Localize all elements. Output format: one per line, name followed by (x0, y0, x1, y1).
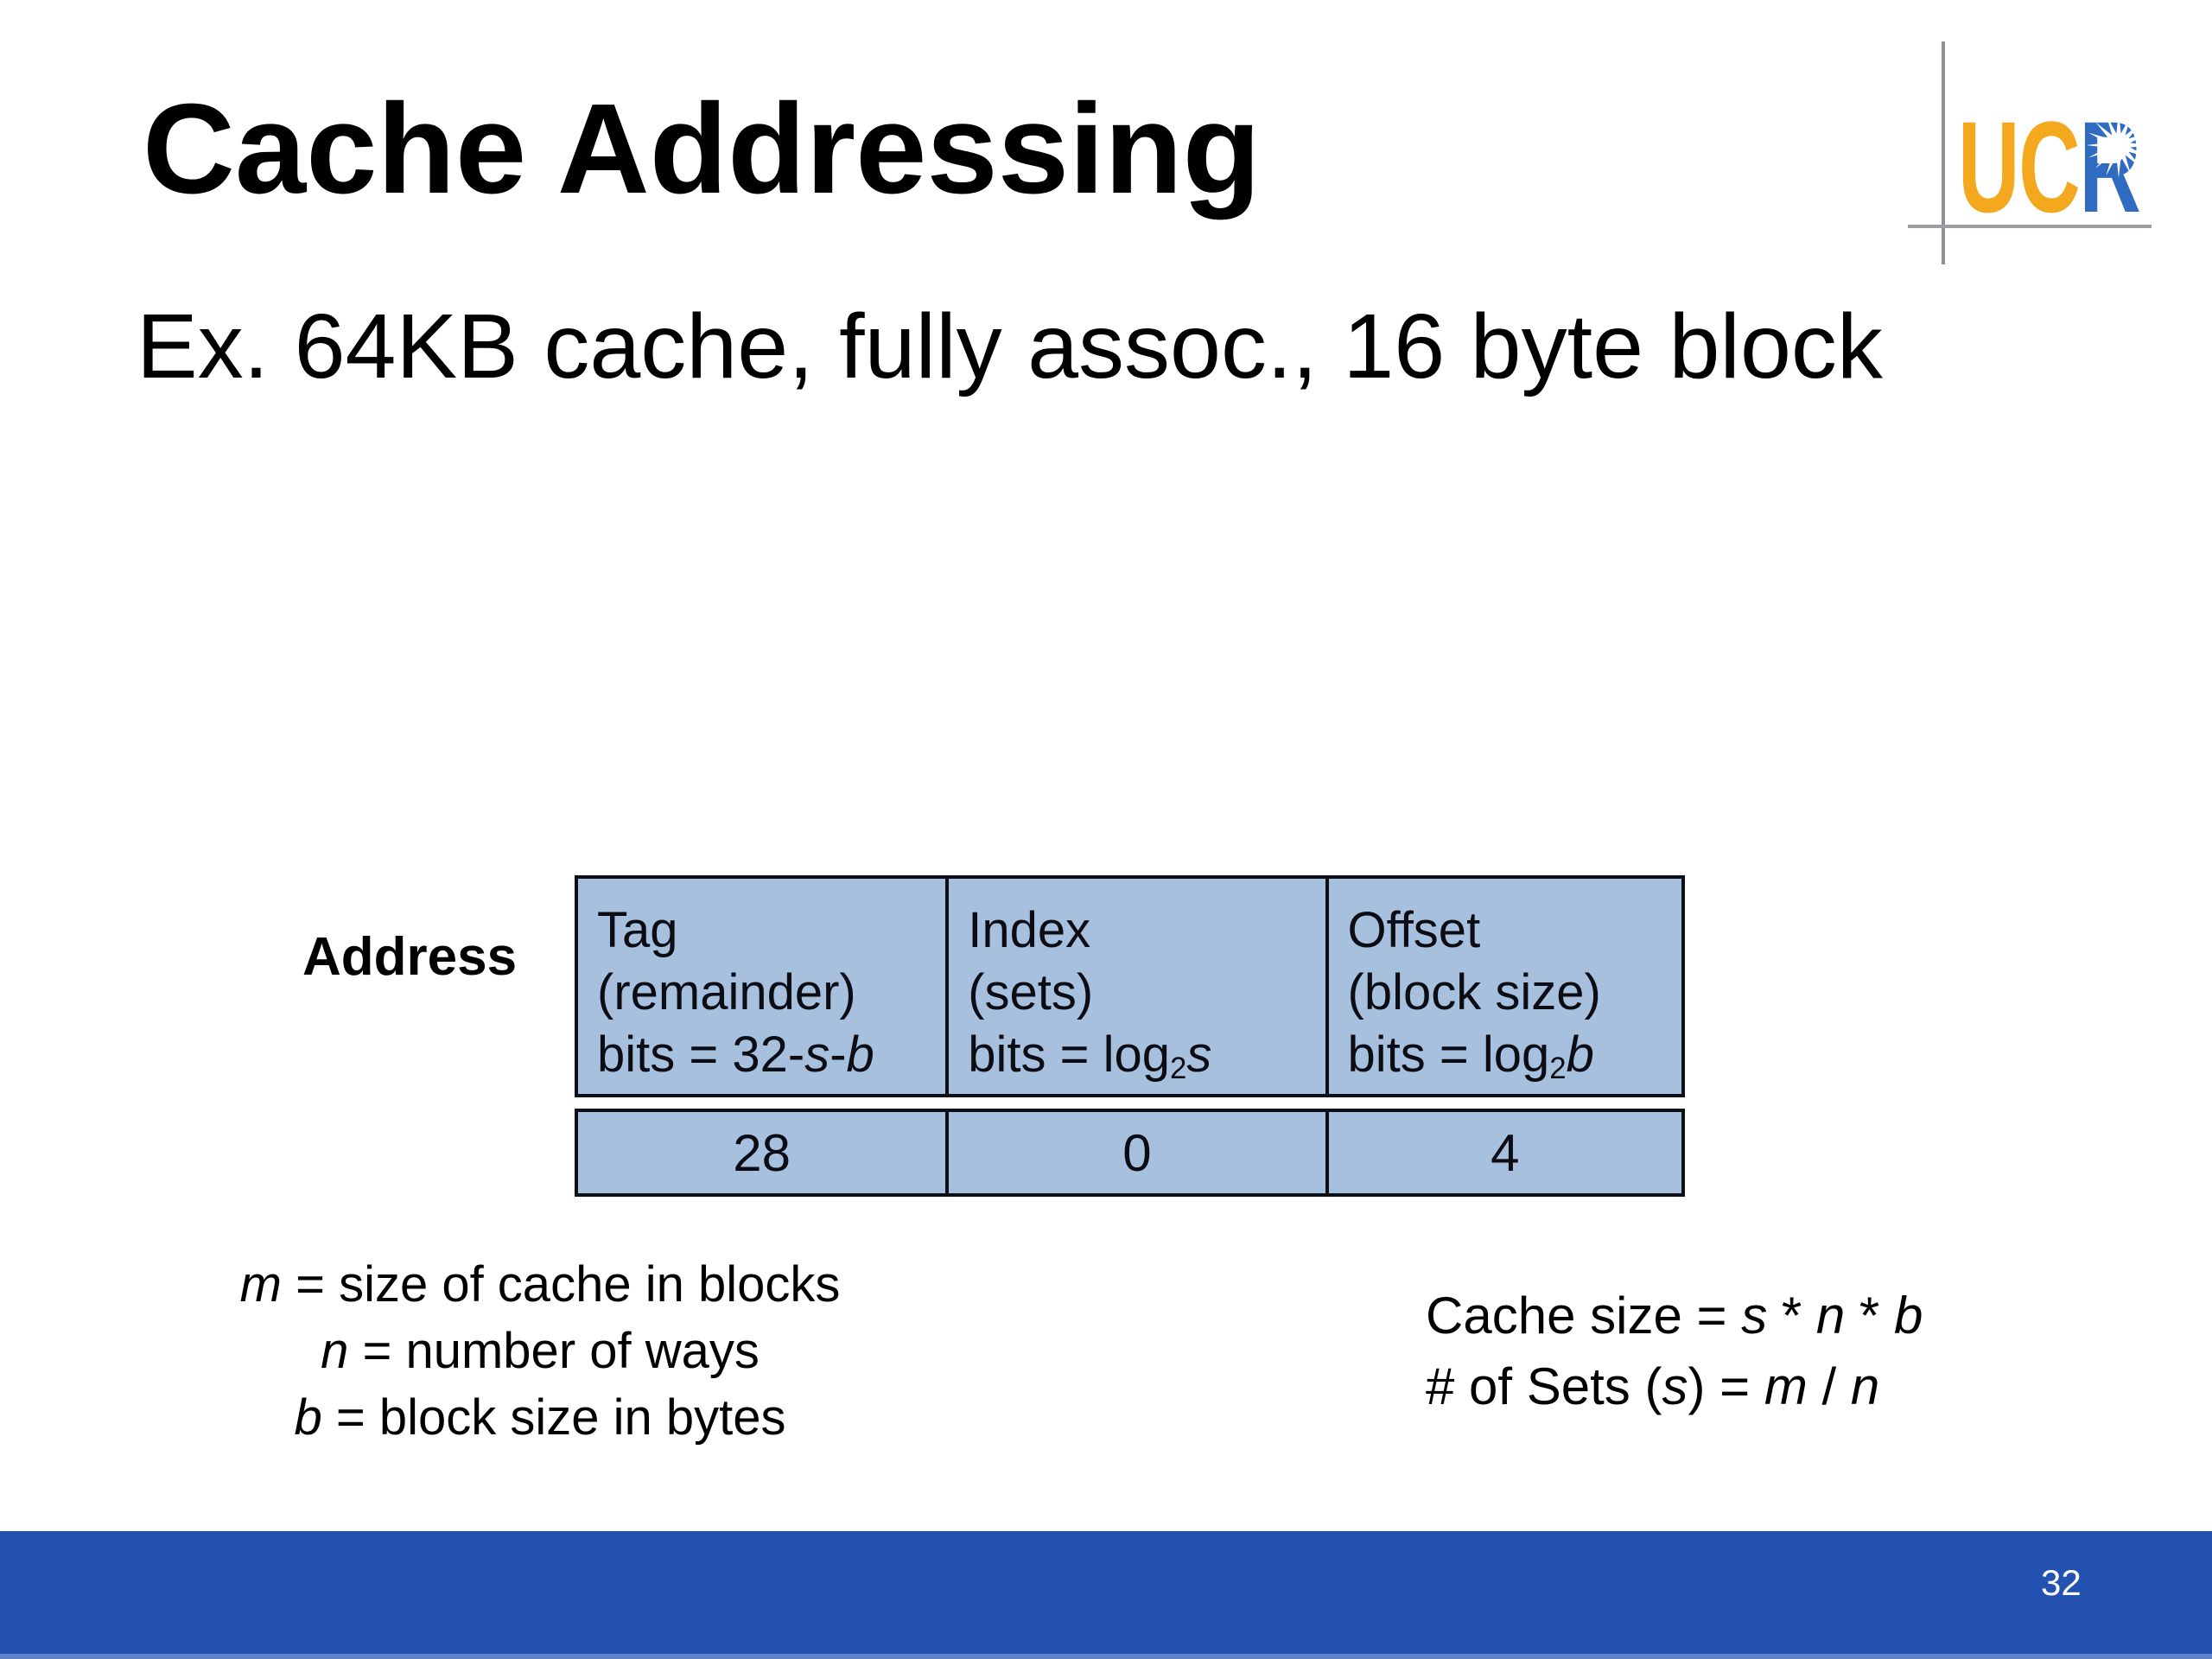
formula-cache-size: Cache size = s * n * b (1426, 1287, 1923, 1344)
address-table-value-row: 28 0 4 (575, 1109, 1685, 1197)
address-table: Tag (remainder) bits = 32-s-b Index (set… (575, 875, 1685, 1197)
offset-subtitle: (block size) (1347, 964, 1601, 1020)
formulas: Cache size = s * n * b # of Sets (s) = m… (1426, 1281, 1923, 1422)
index-value-cell: 0 (945, 1112, 1325, 1193)
offset-bits-formula: bits = log2b (1347, 1027, 1594, 1085)
legend-line-m: m = size of cache in blocks (239, 1256, 841, 1313)
index-subtitle: (sets) (968, 964, 1094, 1020)
tag-header-cell: Tag (remainder) bits = 32-s-b (578, 879, 945, 1094)
offset-value-cell: 4 (1325, 1112, 1681, 1193)
footer-bar: 32 (0, 1531, 2212, 1659)
page-title: Cache Addressing (143, 78, 1261, 220)
slide-subtitle: Ex. 64KB cache, fully assoc., 16 byte bl… (137, 296, 1883, 397)
index-title: Index (968, 902, 1091, 958)
legend-line-b: b = block size in bytes (294, 1389, 786, 1446)
page-number: 32 (2041, 1562, 2082, 1603)
variable-legend: m = size of cache in blocks n = number o… (173, 1251, 907, 1451)
tag-title: Tag (597, 902, 678, 958)
logo-vertical-line (1942, 41, 1945, 264)
offset-header-cell: Offset (block size) bits = log2b (1325, 879, 1681, 1094)
address-table-header-row: Tag (remainder) bits = 32-s-b Index (set… (575, 875, 1685, 1097)
index-bits-formula: bits = log2s (968, 1027, 1212, 1085)
legend-line-n: n = number of ways (321, 1323, 760, 1379)
address-label: Address (302, 927, 518, 987)
offset-title: Offset (1347, 902, 1481, 958)
logo-horizontal-line (1908, 225, 2152, 228)
logo-text-uc: UC (1958, 94, 2081, 239)
tag-subtitle: (remainder) (597, 964, 856, 1020)
starburst-icon (2086, 112, 2152, 178)
footer-bottom-edge (0, 1654, 2212, 1659)
index-header-cell: Index (sets) bits = log2s (945, 879, 1325, 1094)
tag-bits-formula: bits = 32-s-b (597, 1027, 874, 1083)
tag-value-cell: 28 (733, 1123, 791, 1182)
formula-num-sets: # of Sets (s) = m / n (1426, 1357, 1880, 1415)
